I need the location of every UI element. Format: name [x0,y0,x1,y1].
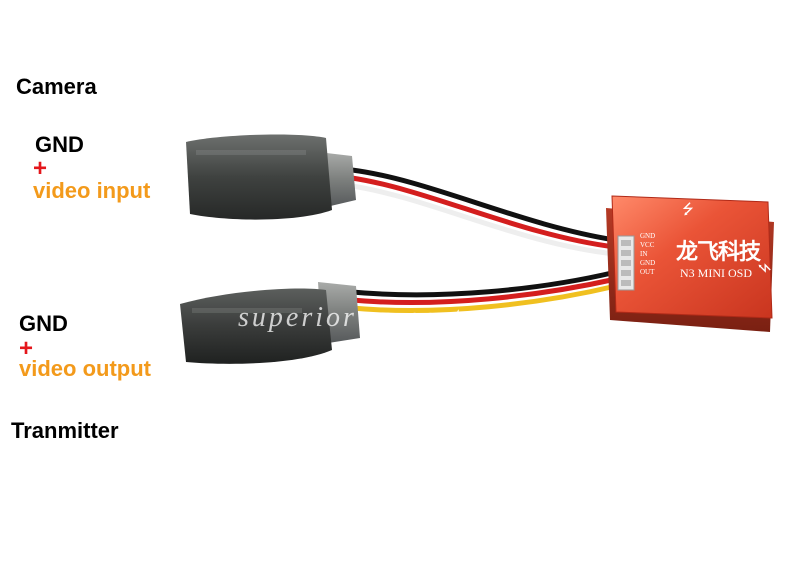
usb-icon-side: ⭍ [756,263,771,274]
pin-label: VCC [640,241,655,249]
transmitter-label: Tranmitter [11,418,119,443]
osd-board-face [611,195,773,319]
video-output-connector [180,269,617,364]
plus-sign-top: + [33,155,48,182]
wire-white-top [351,183,616,257]
board-logo-text: 龙飞科技 [676,240,761,265]
pin-label: OUT [640,268,655,276]
connector-plug-bottom [180,288,332,364]
wire-red-top [351,175,616,250]
usb-icon: ⭍ [682,202,694,218]
wire-black-bottom [351,269,617,298]
pin-label: GND [640,232,656,240]
connector-plug-top [186,134,332,220]
pin-label: GND [640,259,656,267]
video-input-connector [186,134,616,257]
wire-yellow-bottom [351,283,617,314]
camera-label: Camera [16,74,97,99]
video-input-label: video input [33,178,151,203]
plus-sign-bottom: + [19,335,34,362]
gnd-label-top: GND [35,132,84,157]
osd-board: ⭍ ⭍ [606,195,774,332]
pin-labels: GND VCC IN GND OUT [640,232,670,277]
pin-label: IN [640,250,648,258]
video-output-label: video output [19,356,151,381]
board-model-label: N3 MINI OSD [680,266,752,280]
gnd-label-bottom: GND [19,311,68,336]
wire-red-bottom [351,276,617,306]
watermark: superior rc port [238,302,464,333]
wire-black-top [351,167,616,243]
